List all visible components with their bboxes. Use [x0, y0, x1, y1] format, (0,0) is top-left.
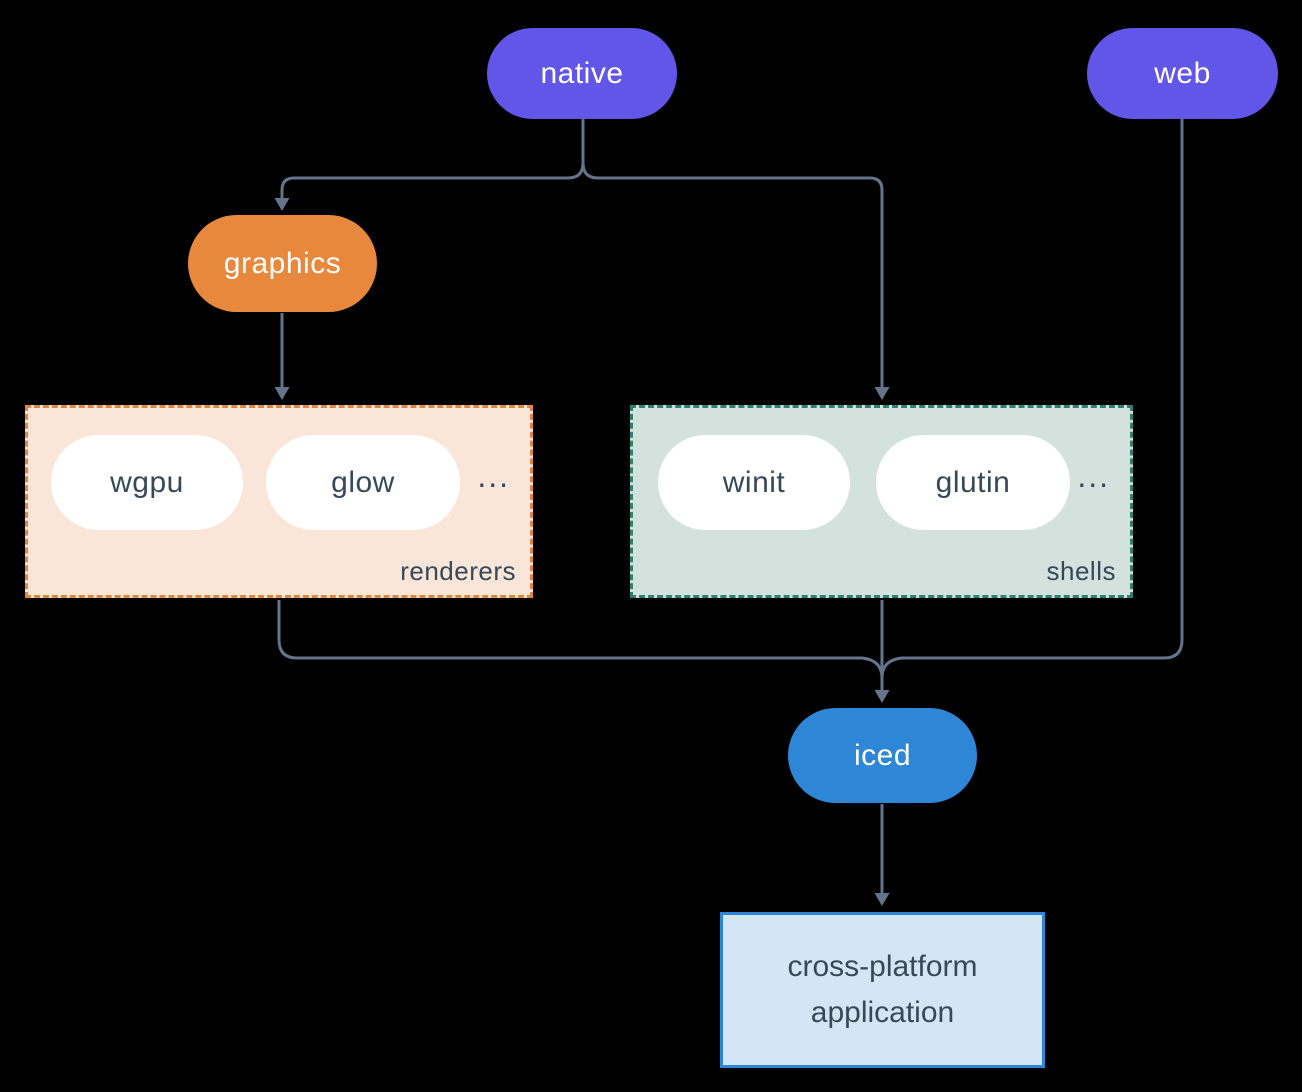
arrowhead-shells [874, 387, 890, 400]
node-wgpu-label: wgpu [110, 465, 184, 499]
edge-web-iced [880, 119, 1184, 679]
node-native-label: native [540, 56, 624, 90]
node-web: web [1087, 28, 1278, 119]
edge-native-shells [581, 119, 884, 387]
arrowhead-iced [874, 690, 890, 703]
group-renderers: wgpu glow ... renderers [25, 405, 533, 598]
application-label: cross-platform application [787, 949, 978, 1030]
node-winit: winit [658, 435, 850, 530]
node-native: native [487, 28, 677, 119]
node-graphics-label: graphics [223, 246, 342, 280]
renderers-ellipsis: ... [477, 458, 510, 494]
renderers-group-label: renderers [400, 556, 516, 586]
shells-group-label: shells [1046, 556, 1116, 586]
node-cross-platform-application: cross-platform application [720, 912, 1045, 1068]
arrowhead-renderers [274, 387, 290, 400]
node-iced-label: iced [853, 738, 912, 772]
node-glow: glow [266, 435, 460, 530]
edge-renderers-iced [277, 600, 884, 679]
node-winit-label: winit [722, 465, 786, 499]
node-wgpu: wgpu [51, 435, 243, 530]
node-glutin-label: glutin [935, 465, 1011, 499]
edge-native-graphics [280, 119, 585, 198]
node-graphics: graphics [188, 215, 377, 312]
node-glutin: glutin [876, 435, 1070, 530]
group-shells: winit glutin ... shells [630, 405, 1133, 598]
node-web-label: web [1154, 56, 1211, 90]
node-glow-label: glow [331, 465, 395, 499]
arrowhead-graphics [274, 198, 290, 211]
shells-ellipsis: ... [1077, 458, 1110, 494]
arrowhead-application [874, 893, 890, 906]
node-iced: iced [788, 708, 977, 803]
